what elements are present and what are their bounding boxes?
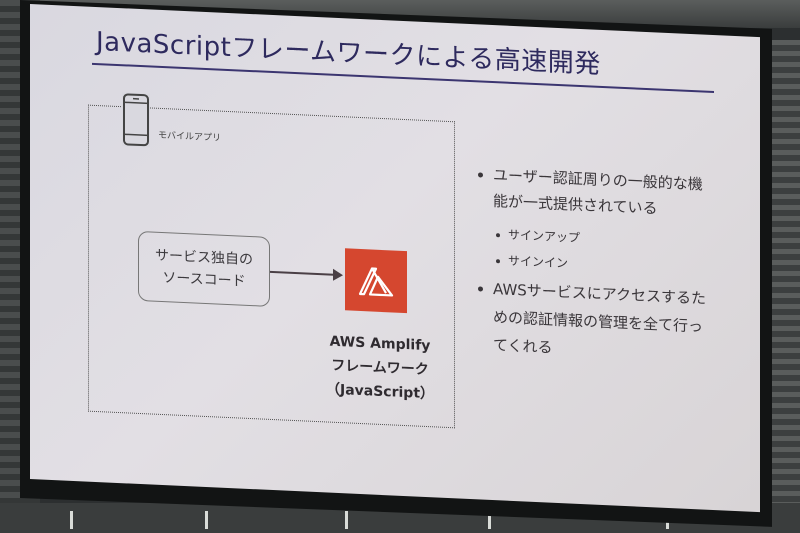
slide-title: JavaScriptフレームワークによる高速開発: [96, 26, 601, 80]
floor-light: [345, 511, 348, 529]
sub-bullet-dot-icon: [496, 232, 500, 237]
projected-slide: JavaScriptフレームワークによる高速開発 モバイルアプリ サービス独自の…: [30, 4, 760, 513]
floor-light: [488, 511, 491, 529]
bullet-dot-icon: [478, 286, 483, 292]
aws-amplify-logo-icon: [345, 248, 407, 314]
sub-bullet-item: サインイン: [496, 251, 568, 271]
bullet1-line1: ユーザー認証周りの一般的な機: [493, 166, 703, 194]
source-code-box: サービス独自の ソースコード: [138, 230, 270, 307]
sub-bullet-dot-icon: [496, 258, 500, 263]
bullet2-line1: AWSサービスにアクセスするた: [493, 280, 707, 308]
bullet-continuation: てくれる: [478, 332, 553, 359]
amplify-caption: AWS Amplify フレームワーク （JavaScript）: [315, 329, 445, 407]
bullet-list: ユーザー認証周りの一般的な機 能が一式提供されている サインアップ サインイン …: [478, 162, 748, 357]
source-box-line2: ソースコード: [162, 270, 246, 290]
smartphone-icon: [122, 92, 150, 148]
sub-bullet-signin: サインイン: [508, 253, 569, 271]
floor-light: [70, 511, 73, 529]
bullet2-line3: てくれる: [493, 336, 553, 357]
bullet-dot-icon: [478, 172, 483, 178]
floor-light: [205, 511, 208, 529]
sub-bullet-signup: サインアップ: [508, 227, 581, 245]
arrow-head-icon: [333, 268, 343, 282]
sub-bullet-item: サインアップ: [496, 225, 580, 246]
mobile-app-label: モバイルアプリ: [158, 130, 222, 144]
